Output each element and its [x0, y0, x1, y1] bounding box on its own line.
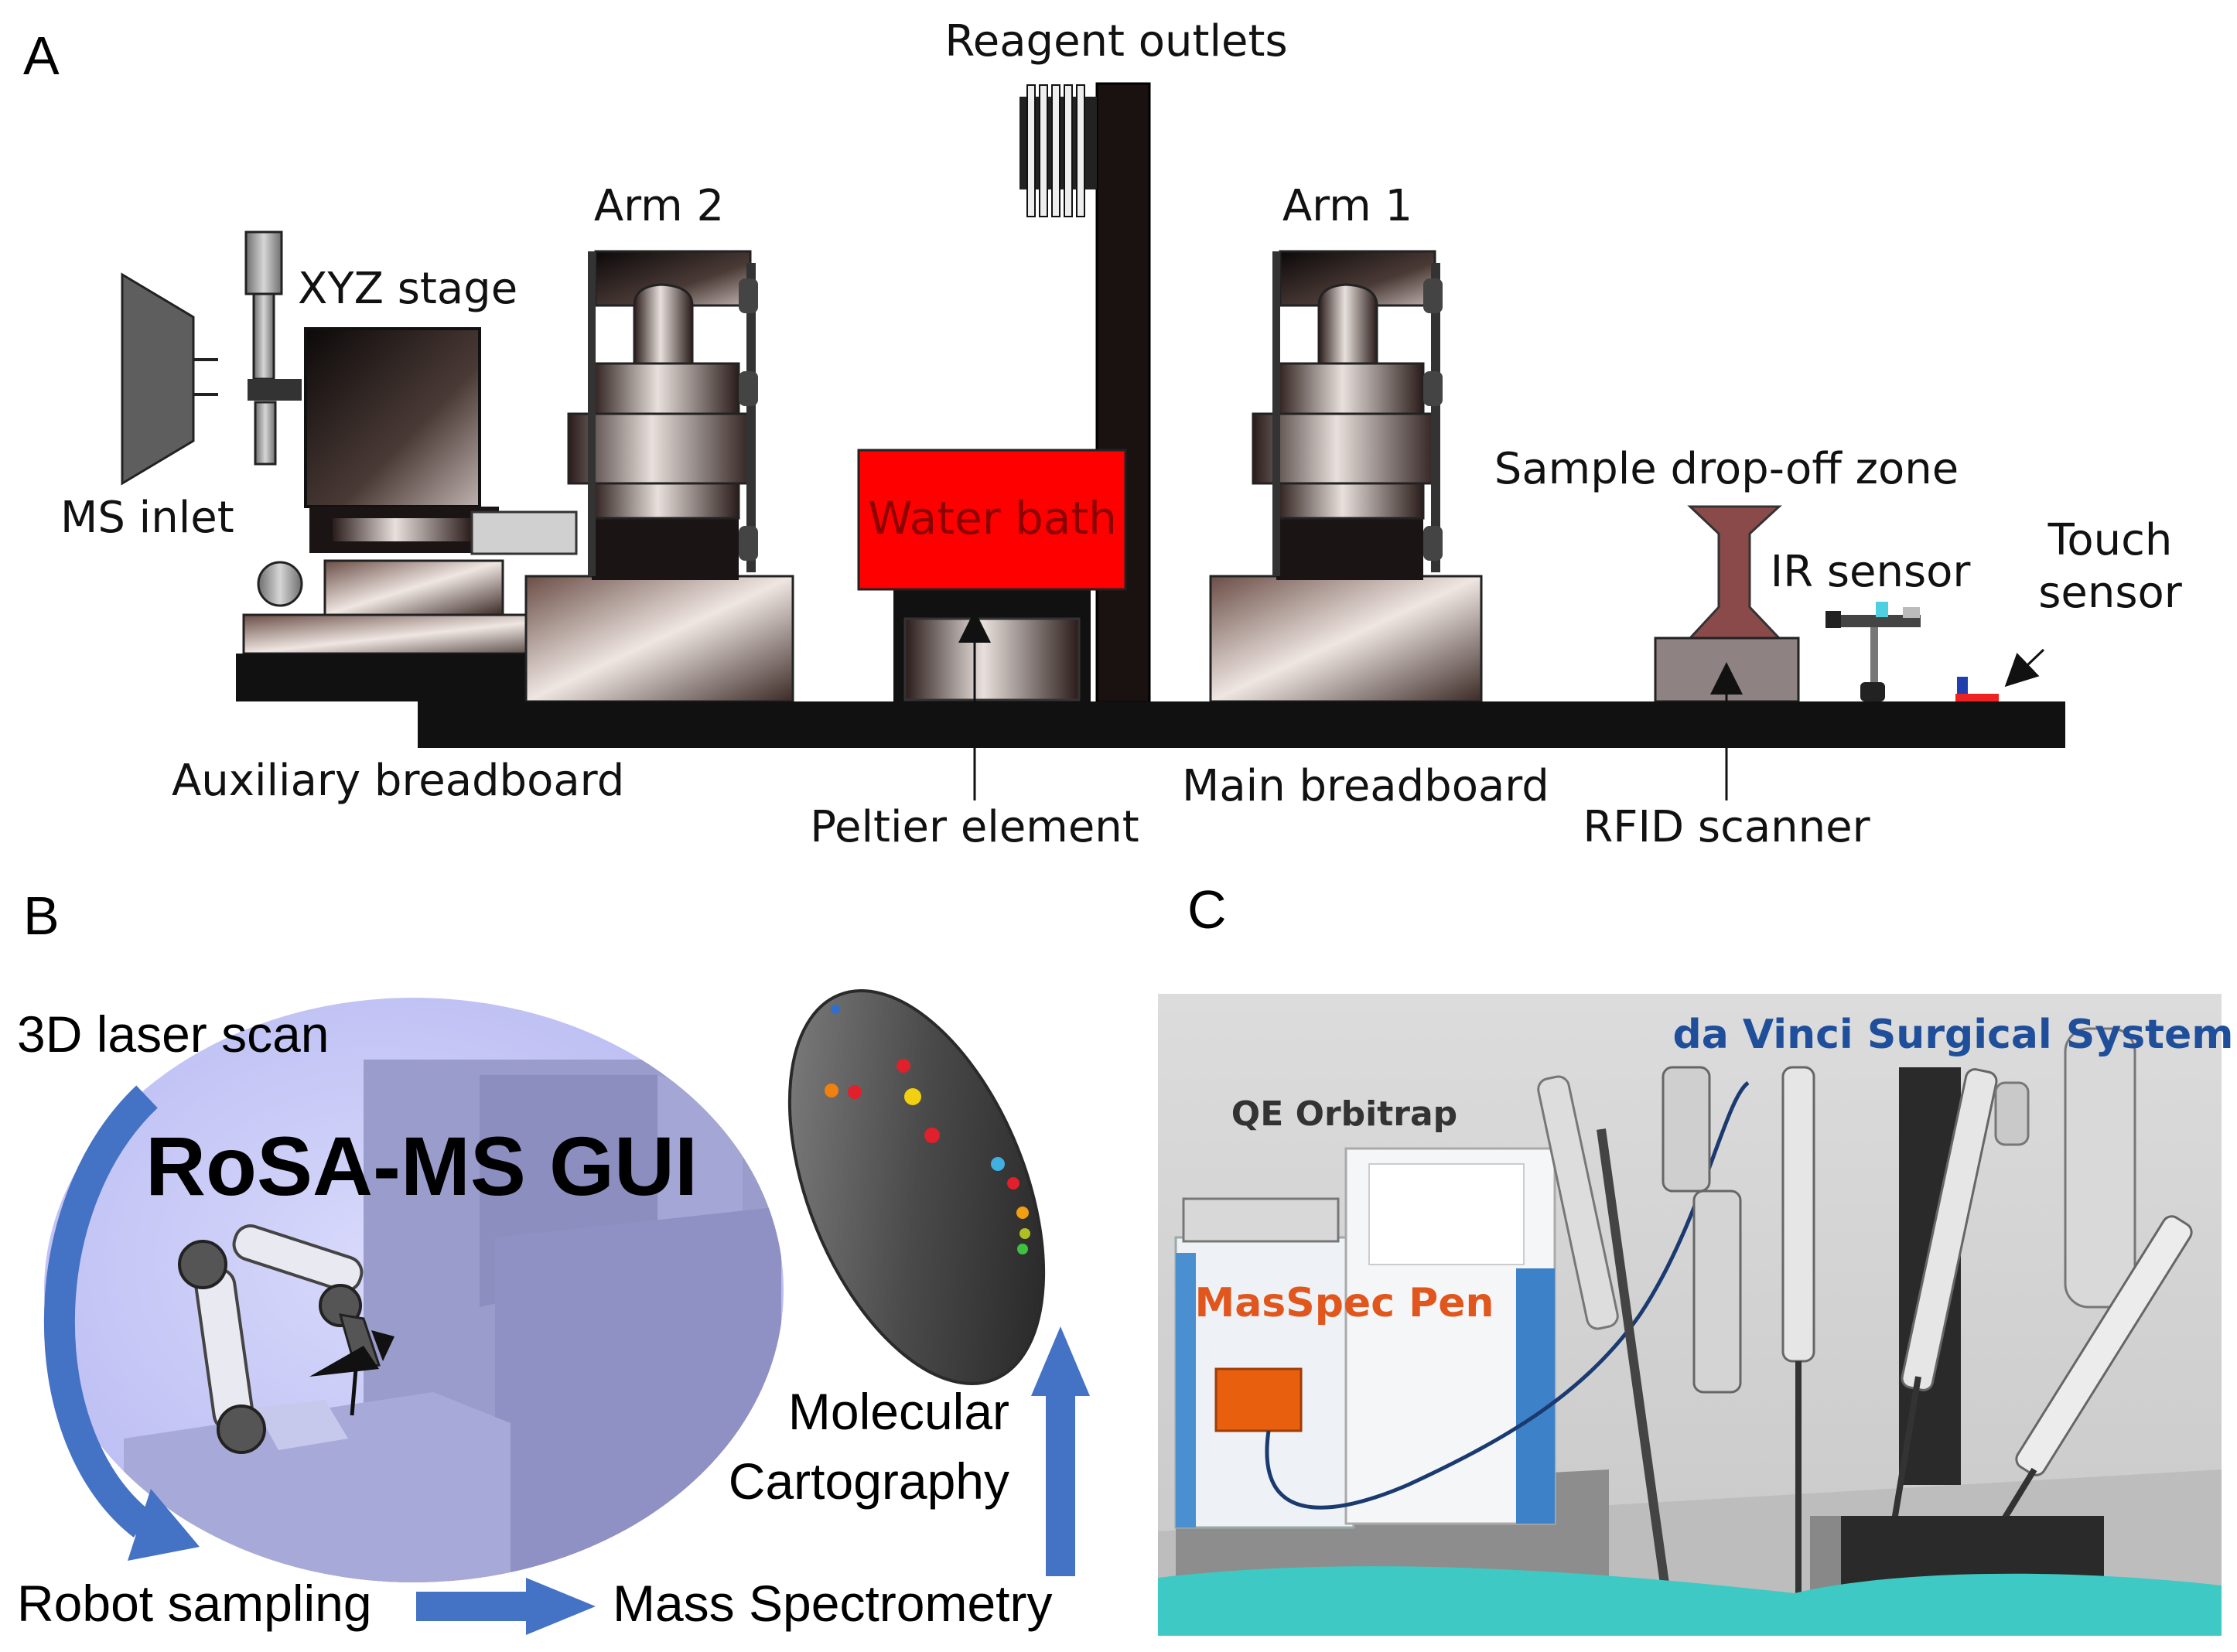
surgical-drape: [1158, 1566, 2222, 1636]
water-bath-box: [857, 449, 1127, 591]
panel-b-letter: B: [23, 886, 60, 946]
arrow-ms-to-cartography: [1046, 1392, 1075, 1576]
label-touch-sensor-line1: Touch: [2047, 515, 2173, 565]
step-cartography: Cartography: [729, 1452, 1009, 1510]
label-ir-sensor: IR sensor: [1771, 547, 1972, 597]
step-molecular: Molecular: [788, 1383, 1009, 1440]
surgical-photo: [1158, 994, 2222, 1636]
arrow-scan-to-sampling: [43, 1085, 158, 1538]
arrow-sampling-to-ms: [416, 1592, 528, 1621]
label-arm-1: Arm 1: [1282, 181, 1412, 231]
label-water-bath: Water bath: [868, 492, 1117, 544]
label-qe-orbitrap: QE Orbitrap: [1231, 1094, 1457, 1134]
touch-leader: [2004, 648, 2045, 688]
arm-2-drawing: [524, 250, 794, 703]
label-auxiliary-breadboard: Auxiliary breadboard: [172, 756, 624, 806]
panel-c: C: [1158, 879, 2233, 1636]
pen-device: [1214, 1367, 1303, 1432]
label-arm-2: Arm 2: [594, 181, 724, 231]
label-main-breadboard: Main breadboard: [1182, 761, 1549, 811]
step-mass-spectrometry: Mass Spectrometry: [613, 1575, 1052, 1632]
panel-b: B: [17, 886, 1090, 1635]
label-masspec-pen: MasSpec Pen: [1194, 1280, 1494, 1326]
arm-1-drawing: [1209, 250, 1483, 703]
main-breadboard: [418, 701, 2065, 748]
label-reagent-outlets: Reagent outlets: [944, 16, 1287, 67]
label-peltier-element: Peltier element: [810, 802, 1139, 852]
label-sample-dropoff: Sample drop-off zone: [1494, 444, 1959, 494]
robot-arm-illustration: [178, 1224, 394, 1454]
label-da-vinci: da Vinci Surgical System: [1673, 1012, 2234, 1058]
label-rfid-scanner: RFID scanner: [1583, 802, 1870, 852]
panel-a: A: [23, 16, 2183, 852]
label-xyz-stage: XYZ stage: [298, 264, 517, 314]
panel-a-letter: A: [23, 26, 60, 86]
gui-title: RoSA-MS GUI: [145, 1119, 698, 1213]
arrow-sampling-to-ms-head: [526, 1578, 596, 1635]
step-laser-scan: 3D laser scan: [17, 1005, 330, 1063]
water-bath-drawing: [857, 449, 1127, 704]
ms-inlet-drawing: [121, 272, 218, 486]
ir-sensor-drawing: [1825, 602, 1921, 701]
reagent-outlets-drawing: [1019, 82, 1151, 704]
xyz-stage-drawing: [244, 230, 578, 616]
arrow-ms-to-cartography-head: [1031, 1326, 1090, 1396]
panel-c-letter: C: [1187, 879, 1227, 940]
step-robot-sampling: Robot sampling: [17, 1575, 372, 1632]
molecular-map-model: [787, 989, 1046, 1385]
arrow-scan-to-sampling-head: [128, 1489, 200, 1561]
label-touch-sensor-line2: sensor: [2038, 568, 2183, 618]
label-ms-inlet: MS inlet: [60, 493, 234, 543]
touch-sensor-drawing: [1955, 677, 1999, 701]
